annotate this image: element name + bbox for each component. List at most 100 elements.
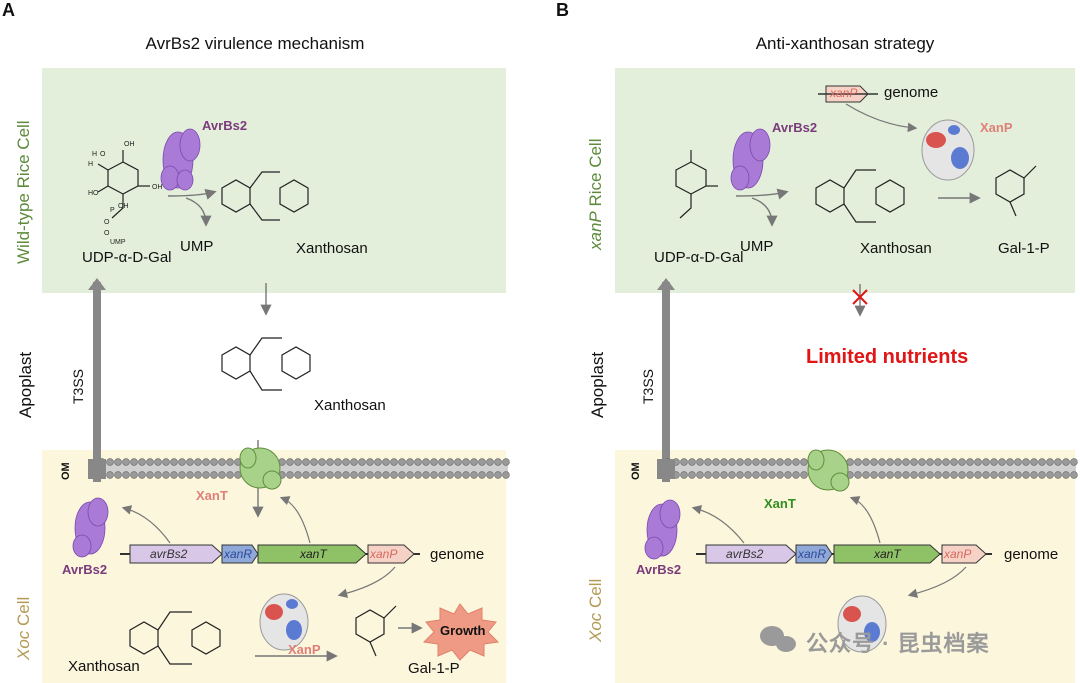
t3ss-tube <box>93 282 101 482</box>
panel-a-om-label: OM <box>60 462 72 480</box>
xanr-gene-icon <box>221 544 259 564</box>
gene-xant-label: xanT <box>299 547 328 561</box>
panel-a-growth-label: Growth <box>440 623 486 638</box>
xanthosan-top-molecule-icon <box>221 171 309 221</box>
panel-b-limited-nutrients-label: Limited nutrients <box>806 346 969 368</box>
expr-arrow-xant-b-icon <box>849 496 881 544</box>
expr-arrow-xanp-b-icon <box>907 566 967 598</box>
xant-gene-b-icon <box>833 544 941 564</box>
svg-text:H: H <box>88 161 93 168</box>
expr-arrow-avrbs2-icon <box>121 505 171 544</box>
udp-gal-molecule-b-icon <box>675 150 718 219</box>
udp-gal-molecule-icon <box>97 150 150 219</box>
gene-cassette-a <box>120 544 420 564</box>
svg-text:OH: OH <box>124 141 135 148</box>
panel-a-xanp-label: XanP <box>288 642 321 657</box>
panel-b-udp-gal-label: UDP-α-D-Gal <box>654 249 744 266</box>
gene-xanr-label: xanR <box>223 547 252 561</box>
panel-a-xant-label: XanT <box>196 488 228 503</box>
wechat-icon <box>760 626 796 652</box>
panel-a-t3ss-label: T3SS <box>70 368 86 404</box>
panel-b-om-label: OM <box>630 462 642 480</box>
gene-xanp-b-label: xanP <box>943 547 971 561</box>
svg-text:UMP: UMP <box>110 239 126 246</box>
gene-xanr-b-label: xanR <box>797 547 826 561</box>
panel-b-genome-top-label: genome <box>884 84 939 101</box>
panel-a-avrbs2-bottom-label: AvrBs2 <box>62 562 108 577</box>
gal1p-molecule-icon <box>355 605 397 657</box>
panel-b-ump-label: UMP <box>740 238 774 255</box>
panel-b-letter: B <box>556 0 569 20</box>
gene-avrbs2-b-label: avrBs2 <box>726 547 764 561</box>
panel-b-rice-cell-region <box>615 68 1075 293</box>
xanp-gene-icon <box>367 544 415 564</box>
outer-membrane-b <box>664 458 1078 479</box>
panel-b-diagram: avrBs2 xanR xanT xanP <box>644 85 1078 653</box>
panel-a-xanthosan-mid-label: Xanthosan <box>314 397 386 414</box>
watermark-text: 公众号 · 昆虫档案 <box>806 631 990 656</box>
cross-icon <box>852 289 868 305</box>
xanr-gene-b-icon <box>795 544 833 564</box>
xanthosan-bottom-molecule-icon <box>129 611 221 665</box>
svg-text:O: O <box>104 230 110 237</box>
panel-a-udp-gal-label: UDP-α-D-Gal <box>82 249 172 266</box>
avrbs2-gene-icon <box>129 544 223 564</box>
growth-burst-icon <box>422 603 500 661</box>
xant-transporter-b-icon <box>807 449 850 492</box>
svg-text:OH: OH <box>152 184 163 191</box>
panel-a-genome-label: genome <box>430 546 485 563</box>
xant-transporter-icon <box>239 447 282 490</box>
ump-arrow-b-icon <box>751 197 778 227</box>
gal1p-molecule-b-icon <box>995 165 1037 217</box>
svg-text:O: O <box>104 219 110 226</box>
xanp-gene-b-icon <box>941 544 987 564</box>
xanp-protein-bottom-b-icon <box>837 595 887 653</box>
avrbs2-protein-icon <box>160 128 201 191</box>
reaction-arrow-icon <box>167 188 217 200</box>
gene-labels-a: avrBs2 xanR xanT xanP <box>150 547 397 561</box>
panel-a-xanthosan-top-label: Xanthosan <box>296 240 368 257</box>
svg-text:OH: OH <box>118 203 129 210</box>
gene-labels-b: avrBs2 xanR xanT xanP <box>726 547 971 561</box>
avrbs2-bottom-protein-icon <box>72 497 109 558</box>
t3ss-tube-b <box>662 282 670 482</box>
avrbs2-bottom-protein-b-icon <box>644 499 681 560</box>
xanp-protein-icon <box>259 593 309 651</box>
avrbs2-gene-b-icon <box>705 544 797 564</box>
t3ss-arrowhead <box>88 278 106 290</box>
gene-xanp-label: xanP <box>369 547 397 561</box>
panel-b-xant-label: XanT <box>764 496 796 511</box>
outer-membrane <box>98 458 510 479</box>
panel-b-xanthosan-label: Xanthosan <box>860 240 932 257</box>
panel-b-t3ss-label: T3SS <box>640 368 656 404</box>
svg-text:P: P <box>110 207 115 214</box>
xanthosan-molecule-b-icon <box>815 169 905 223</box>
panel-a-rice-cell-region <box>42 68 506 293</box>
panel-a-title: AvrBs2 virulence mechanism <box>145 34 365 53</box>
xant-gene-icon <box>257 544 367 564</box>
xanthosan-mid-molecule-icon <box>221 337 311 391</box>
panel-b-genome-label: genome <box>1004 546 1059 563</box>
expr-arrow-xant-icon <box>279 496 311 544</box>
gene-xant-b-label: xanT <box>873 547 902 561</box>
avrbs2-protein-b-icon <box>730 128 771 191</box>
panel-a-ump-label: UMP <box>180 238 214 255</box>
ump-arrow-icon <box>185 197 212 227</box>
expr-arrow-avrbs2-b-icon <box>691 505 745 544</box>
gene-avrbs2-label: avrBs2 <box>150 547 188 561</box>
svg-text:O: O <box>100 151 106 158</box>
panel-b-xanp-gene-label: xanP <box>830 86 857 100</box>
svg-text:HO: HO <box>88 190 99 197</box>
panel-b-xanp-protein-label: XanP <box>980 120 1013 135</box>
panel-b-avrbs2-bottom-label: AvrBs2 <box>636 562 682 577</box>
xanp-protein-top-icon <box>921 119 975 181</box>
transgene-arrow-icon <box>845 103 918 133</box>
t3ss-base-b <box>657 459 675 479</box>
t3ss-arrowhead-b <box>657 278 675 290</box>
gene-cassette-b <box>696 544 992 564</box>
expr-arrow-xanp-icon <box>337 566 396 598</box>
panel-b-xanp-gene-text: xanP <box>830 86 858 100</box>
panel-a-gal1p-label: Gal-1-P <box>408 660 460 677</box>
